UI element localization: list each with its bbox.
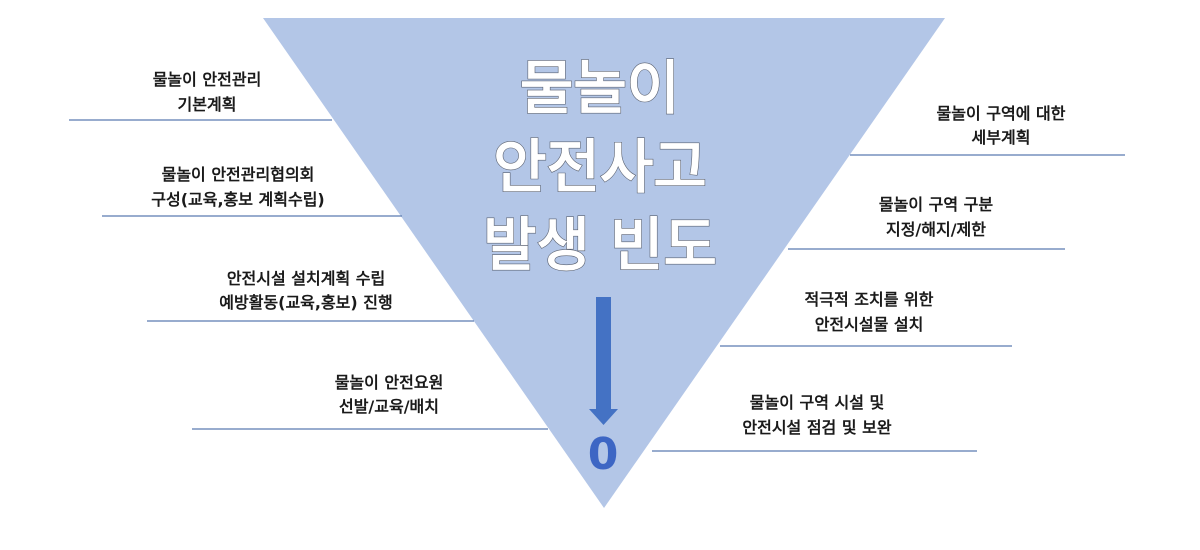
- left-item-1-line-2: 기본계획: [178, 95, 237, 114]
- right-item: 물놀이 구역 구분 지정/해지/제한: [788, 195, 1065, 250]
- right-item: 물놀이 구역 시설 및 안전시설 점검 및 보완: [652, 393, 977, 452]
- left-item: 안전시설 설치계획 수립 예방활동(교육,홍보) 진행: [147, 269, 474, 322]
- arrow-head: [589, 409, 618, 425]
- right-item: 물놀이 구역에 대한 세부계획: [850, 104, 1125, 156]
- left-item-4-line-2: 선발/교육/배치: [339, 397, 439, 416]
- title-line-2: 안전사고: [493, 133, 706, 201]
- left-item-2-line-2: 구성(교육,홍보 계획수립): [151, 190, 324, 209]
- left-item: 물놀이 안전요원 선발/교육/배치: [192, 373, 548, 430]
- down-arrow-icon: [589, 297, 618, 425]
- left-item: 물놀이 안전관리협의회 구성(교육,홍보 계획수립): [102, 165, 402, 217]
- left-item-4-line-1: 물놀이 안전요원: [335, 373, 444, 392]
- right-item-3-line-2: 안전시설물 설치: [815, 315, 924, 334]
- right-item-1-line-1: 물놀이 구역에 대한: [937, 104, 1066, 123]
- title-line-1: 물놀이: [520, 54, 680, 122]
- funnel-triangle: [263, 18, 945, 508]
- right-item-3-line-1: 적극적 조치를 위한: [805, 290, 934, 309]
- arrow-shaft: [596, 297, 611, 409]
- left-item-1-line-1: 물놀이 안전관리: [153, 70, 262, 89]
- right-items: 물놀이 구역에 대한 세부계획 물놀이 구역 구분 지정/해지/제한 적극적 조…: [652, 104, 1125, 452]
- left-items: 물놀이 안전관리 기본계획 물놀이 안전관리협의회 구성(교육,홍보 계획수립)…: [69, 70, 548, 430]
- target-zero: 0: [588, 429, 619, 480]
- left-item-2-line-1: 물놀이 안전관리협의회: [162, 165, 315, 184]
- title-line-3: 발생 빈도: [483, 211, 717, 279]
- right-item-1-line-2: 세부계획: [972, 128, 1031, 147]
- funnel-title: 물놀이 안전사고 발생 빈도: [483, 53, 718, 279]
- right-item-2-line-2: 지정/해지/제한: [886, 220, 986, 239]
- left-item-3-line-1: 안전시설 설치계획 수립: [227, 269, 385, 288]
- right-item-4-line-2: 안전시설 점검 및 보완: [742, 418, 891, 437]
- left-item: 물놀이 안전관리 기본계획: [69, 70, 332, 121]
- right-item: 적극적 조치를 위한 안전시설물 설치: [720, 290, 1012, 347]
- left-item-3-line-2: 예방활동(교육,홍보) 진행: [219, 293, 392, 312]
- right-item-4-line-1: 물놀이 구역 시설 및: [750, 393, 884, 412]
- right-item-2-line-1: 물놀이 구역 구분: [879, 195, 993, 214]
